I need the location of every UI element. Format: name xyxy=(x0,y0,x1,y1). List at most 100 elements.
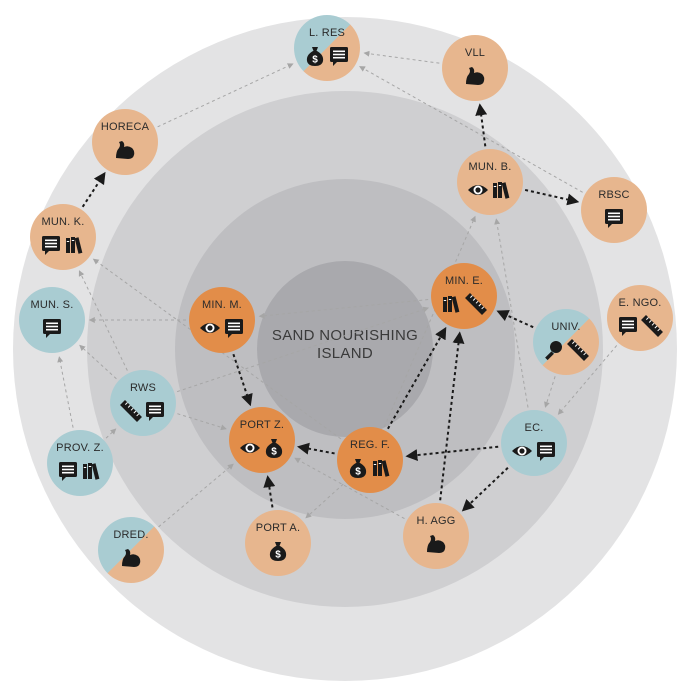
node-munk[interactable]: MUN. K. xyxy=(30,204,96,270)
books-icon xyxy=(373,460,390,477)
node-provz[interactable]: PROV. Z. xyxy=(47,430,113,496)
books-icon xyxy=(443,296,460,313)
node-icons xyxy=(403,533,469,555)
node-label: E. NGO. xyxy=(618,297,662,309)
node-porta[interactable]: PORT A. $ xyxy=(245,510,311,576)
arrow-horeca-to-lres xyxy=(157,63,294,128)
books-icon xyxy=(66,237,83,254)
arrow-regf-to-mine xyxy=(387,326,447,430)
node-rbsc[interactable]: RBSC xyxy=(581,177,647,243)
node-label: PORT Z. xyxy=(239,419,285,431)
speech-bubble-icon xyxy=(59,462,77,481)
node-rws[interactable]: RWS xyxy=(110,370,176,436)
speech-bubble-icon xyxy=(619,317,637,336)
arrow-ec-to-hagg xyxy=(461,467,509,512)
node-icons xyxy=(581,207,647,229)
ruler-icon xyxy=(567,339,589,361)
node-engo[interactable]: E. NGO. xyxy=(607,285,673,351)
ring-core xyxy=(257,261,433,437)
node-minm[interactable]: MIN. M. xyxy=(189,287,255,353)
arrow-mine-to-minm xyxy=(258,299,429,319)
muscle-icon xyxy=(116,141,135,159)
svg-text:$: $ xyxy=(355,467,361,478)
node-icons xyxy=(30,234,96,256)
node-ec[interactable]: EC. xyxy=(501,410,567,476)
node-label: VLL xyxy=(464,47,486,59)
node-mine[interactable]: MIN. E. xyxy=(431,263,497,329)
eye-icon xyxy=(200,323,220,333)
arrow-ec-to-munb xyxy=(494,218,529,408)
magnifier-icon xyxy=(545,341,562,361)
muscle-icon xyxy=(466,67,485,85)
node-label: PORT A. xyxy=(255,522,301,534)
node-univ[interactable]: UNIV. xyxy=(533,309,599,375)
books-icon xyxy=(493,182,510,199)
node-portz[interactable]: PORT Z. $ xyxy=(229,407,295,473)
speech-bubble-icon xyxy=(537,442,555,461)
node-icons xyxy=(92,139,158,161)
money-bag-icon: $ xyxy=(269,542,287,561)
center-label-line2: ISLAND xyxy=(317,345,373,362)
node-icons: $ xyxy=(229,437,295,459)
node-icons: $ xyxy=(245,540,311,562)
node-icons xyxy=(533,339,599,361)
node-regf[interactable]: REG. F. $ xyxy=(337,427,403,493)
money-bag-icon: $ xyxy=(349,459,367,478)
ruler-icon xyxy=(465,293,487,315)
eye-icon xyxy=(240,443,260,453)
arrow-provz-to-rws xyxy=(105,428,117,439)
node-label: L. RES xyxy=(308,27,346,39)
arrow-regf-to-munb xyxy=(383,215,476,428)
arrow-munb-to-rbsc xyxy=(524,188,580,206)
node-icons xyxy=(431,293,497,315)
speech-bubble-icon xyxy=(225,319,243,338)
node-label: MUN. K. xyxy=(41,216,85,228)
arrow-engo-to-ec xyxy=(557,345,618,415)
arrow-provz-to-muns xyxy=(57,356,74,428)
node-label: MIN. E. xyxy=(444,275,484,287)
arrow-rws-to-muns xyxy=(79,344,117,380)
node-vll[interactable]: VLL xyxy=(442,35,508,101)
svg-text:$: $ xyxy=(271,447,277,458)
node-hagg[interactable]: H. AGG xyxy=(403,503,469,569)
arrow-univ-to-ec xyxy=(544,376,556,408)
node-icons: $ xyxy=(337,457,403,479)
arrow-vll-to-lres xyxy=(363,50,440,64)
arrow-rws-to-portz xyxy=(177,413,227,431)
node-label: HORECA xyxy=(100,121,150,133)
books-icon xyxy=(83,463,100,480)
node-label: H. AGG xyxy=(416,515,456,527)
node-horeca[interactable]: HORECA xyxy=(92,109,158,175)
node-icons xyxy=(189,317,255,339)
ruler-icon xyxy=(641,315,663,337)
arrow-hagg-to-portz xyxy=(294,457,405,520)
node-icons xyxy=(501,440,567,462)
muscle-icon xyxy=(427,535,446,553)
node-icons xyxy=(457,179,523,201)
money-bag-icon: $ xyxy=(265,439,283,458)
node-icons xyxy=(607,315,673,337)
node-dred[interactable]: DRED. xyxy=(98,517,164,583)
node-label: MUN. S. xyxy=(30,299,74,311)
node-icons xyxy=(19,317,85,339)
node-lres[interactable]: L. RES $ xyxy=(294,15,360,81)
node-label: EC. xyxy=(524,422,544,434)
node-label: PROV. Z. xyxy=(56,442,104,454)
node-label: MIN. M. xyxy=(202,299,242,311)
speech-bubble-icon xyxy=(330,47,348,66)
node-label: UNIV. xyxy=(551,321,581,333)
arrow-rws-to-munk xyxy=(78,270,128,371)
arrow-dred-to-portz xyxy=(158,463,234,528)
arrow-minm-to-portz xyxy=(232,353,253,407)
node-muns[interactable]: MUN. S. xyxy=(19,287,85,353)
arrow-univ-to-mine xyxy=(496,310,534,329)
speech-bubble-icon xyxy=(605,209,623,228)
arrow-regf-to-porta xyxy=(305,483,344,519)
money-bag-icon: $ xyxy=(306,47,324,66)
node-label: RWS xyxy=(129,382,157,394)
node-icons: $ xyxy=(294,45,360,67)
node-munb[interactable]: MUN. B. xyxy=(457,149,523,215)
node-label: MUN. B. xyxy=(468,161,512,173)
svg-text:$: $ xyxy=(275,550,281,561)
